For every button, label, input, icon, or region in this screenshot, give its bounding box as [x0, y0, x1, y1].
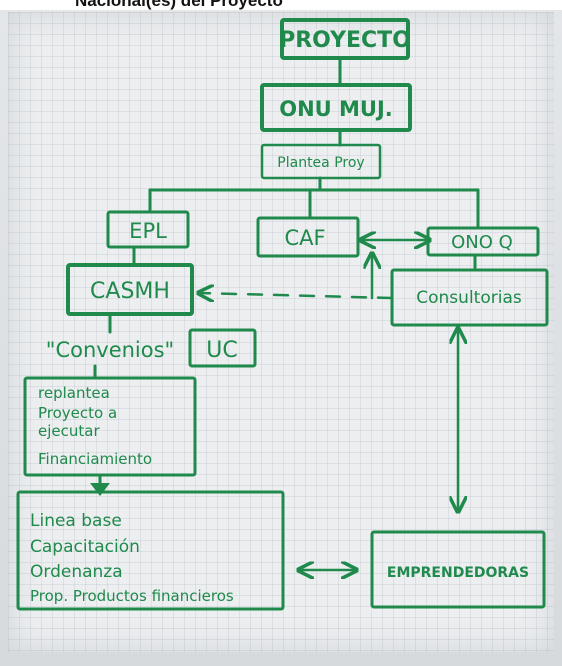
linea-base-line: Capacitación: [30, 537, 140, 557]
box-emprendedoras: [370, 530, 546, 609]
linea-base-line: Linea base: [30, 511, 122, 531]
label-casmh: CASMH: [90, 279, 170, 304]
label-consultorias: Consultorias: [416, 288, 522, 308]
box-linea-base: [16, 490, 285, 611]
box-caf: [256, 216, 360, 258]
linea-base-line: Ordenanza: [30, 562, 123, 582]
box-consultorias: [390, 268, 549, 327]
box-epl: [106, 210, 190, 249]
arrowhead-down-triangle: [90, 483, 110, 496]
box-casmh: [66, 263, 194, 316]
label-plantea-proy: Plantea Proy: [277, 155, 364, 171]
label-emprendedoras: EMPRENDEDORAS: [387, 565, 529, 581]
box-uc: [188, 328, 257, 368]
header-strip: Nacional(es) del Proyecto: [0, 0, 562, 10]
box-plantea-proy: [260, 143, 382, 180]
label-caf: CAF: [284, 226, 325, 250]
label-onu-muj: ONU MUJ.: [279, 97, 393, 121]
replantea-line: replantea: [38, 384, 110, 402]
label-uc: UC: [206, 338, 237, 363]
label-proyecto: PROYECTO: [279, 28, 411, 53]
linea-base-line: Prop. Productos financieros: [30, 587, 234, 605]
replantea-line: ejecutar: [38, 422, 100, 440]
replantea-line: Financiamiento: [38, 450, 152, 468]
label-epl: EPL: [129, 219, 167, 243]
box-proyecto: [280, 18, 410, 60]
label-ono: ONO Q: [451, 232, 513, 253]
dashed-arrow-consultorias-casmh: [200, 293, 394, 298]
box-replantea: [23, 376, 197, 477]
box-onu-muj: [260, 83, 412, 132]
label-convenios: "Convenios": [46, 338, 174, 362]
replantea-line: Proyecto a: [38, 404, 117, 422]
cropped-title: Nacional(es) del Proyecto: [75, 0, 283, 10]
box-ono: [426, 226, 540, 257]
